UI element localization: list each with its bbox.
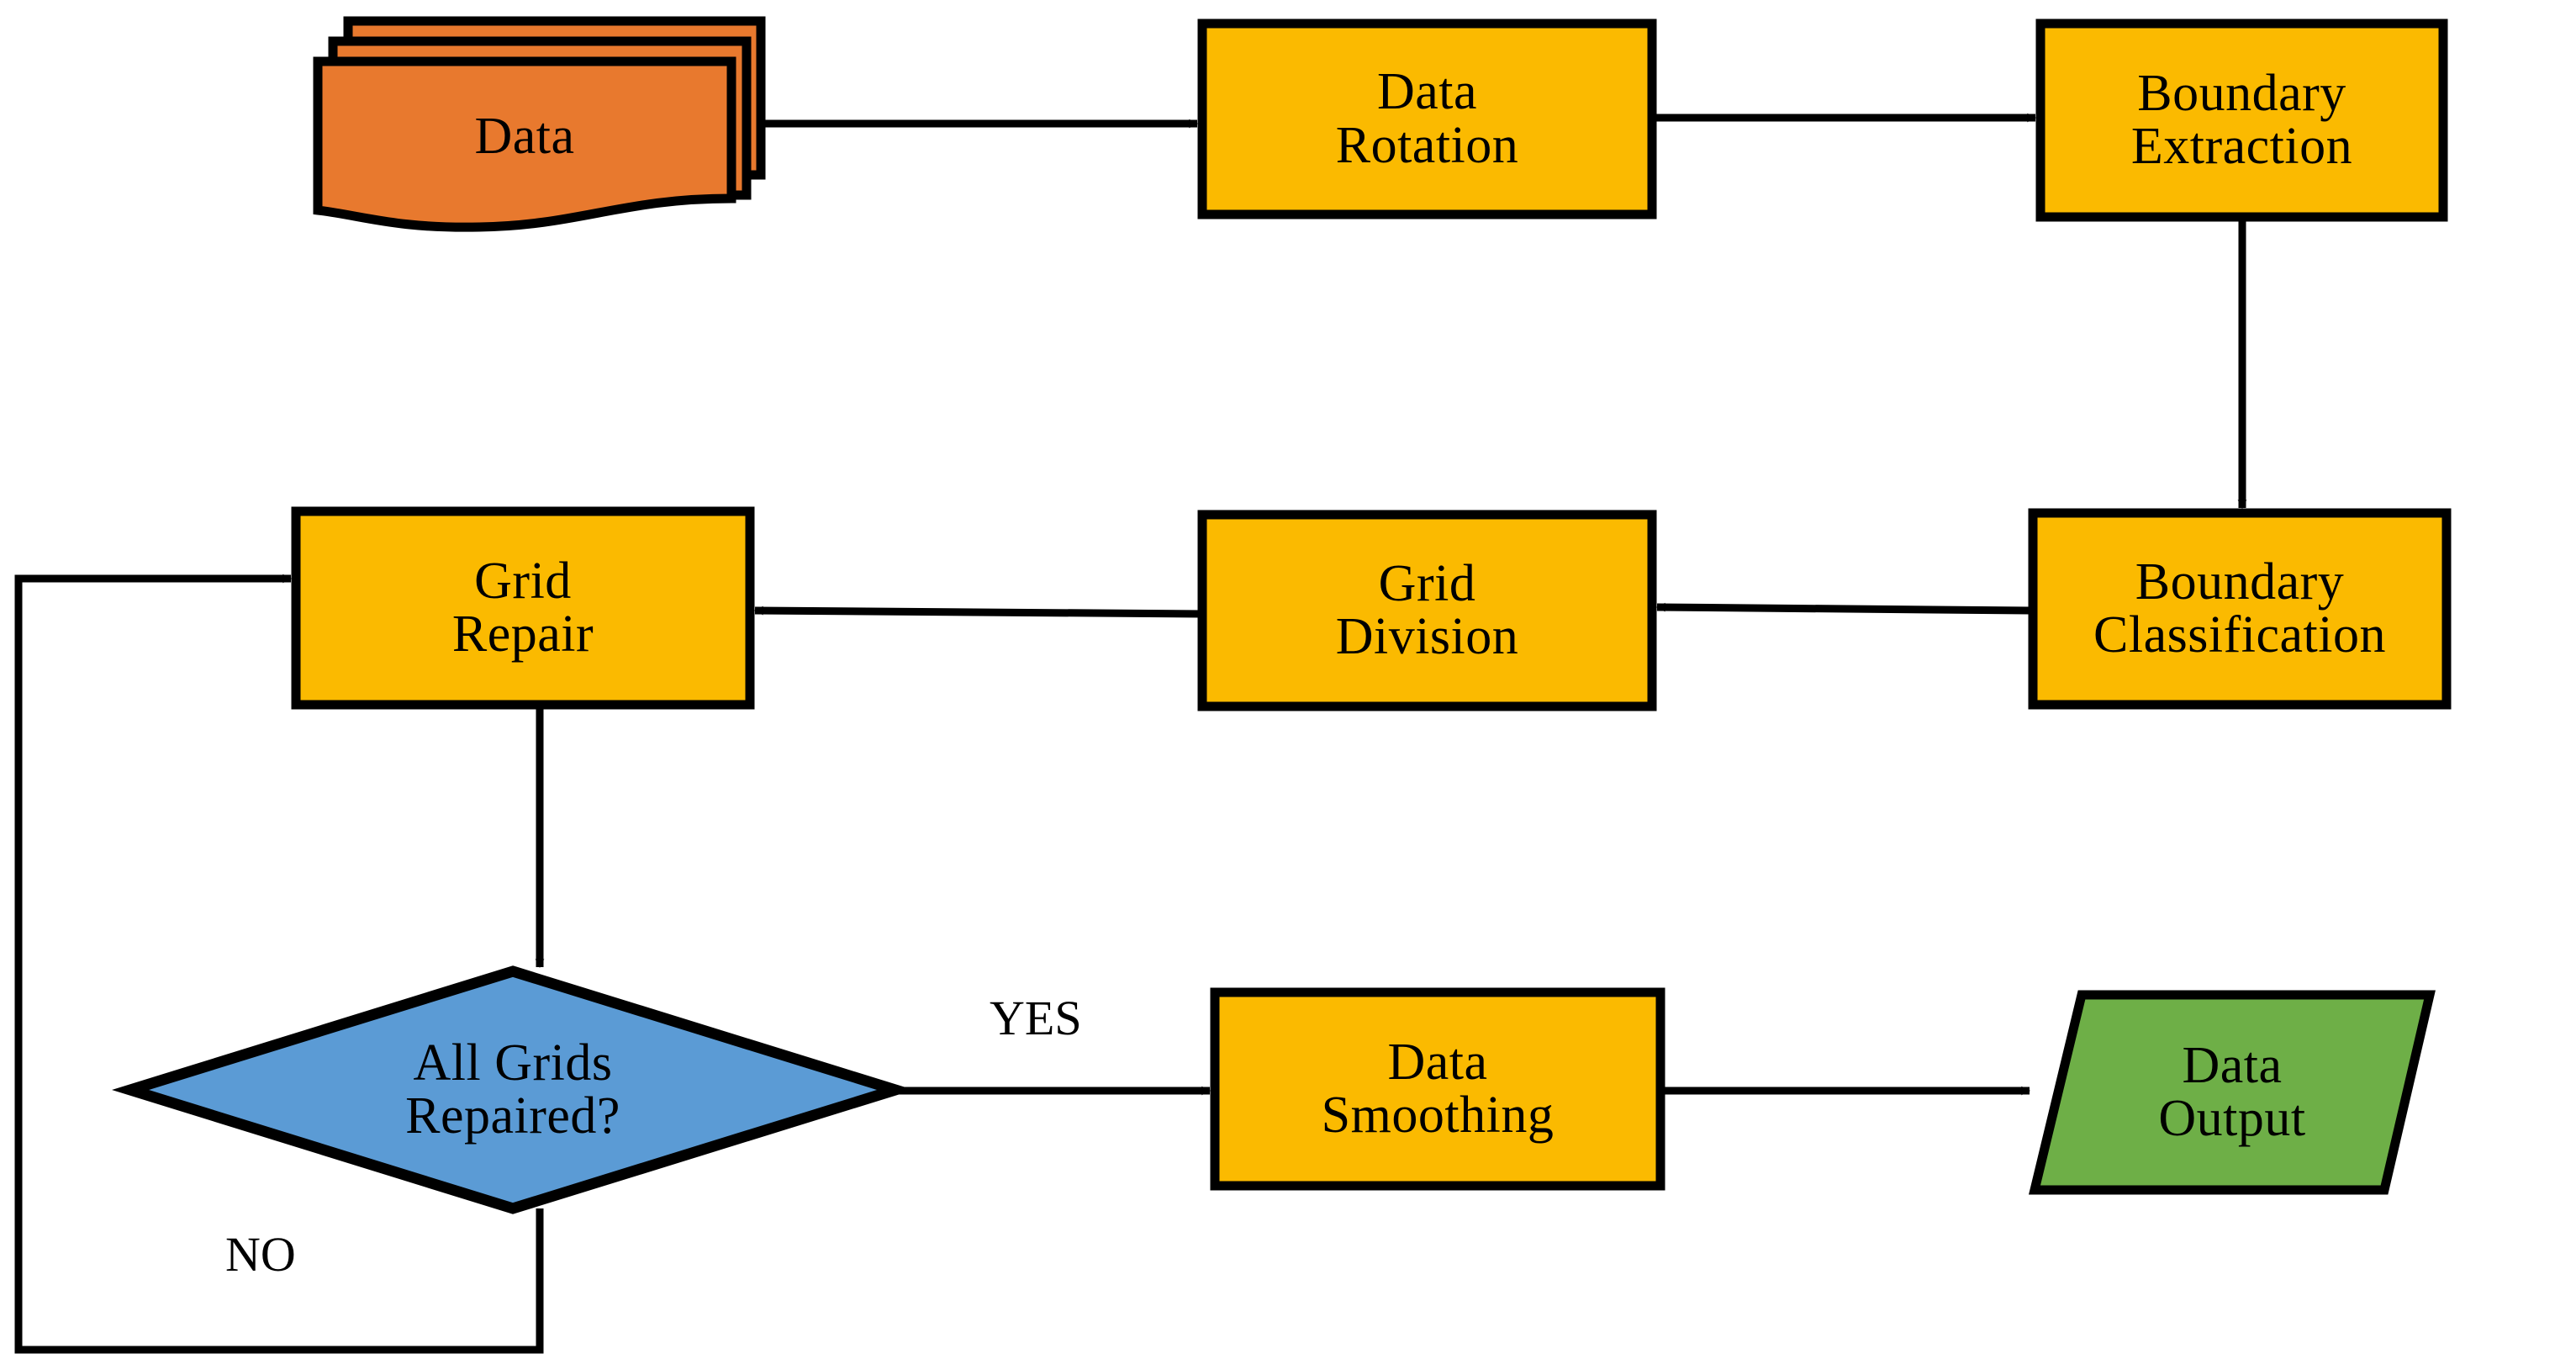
node-grid-repair[interactable]	[296, 511, 750, 705]
node-grid-repair-shape[interactable]	[291, 506, 755, 710]
edge-decision-no-loop	[14, 574, 544, 1354]
edge-classification-to-division	[1656, 602, 2034, 615]
node-data-output[interactable]	[2035, 995, 2430, 1190]
node-grid-division[interactable]	[1202, 515, 1652, 706]
node-data-smoothing-shape[interactable]	[1210, 987, 1665, 1191]
edge-label-no: NO	[225, 1227, 296, 1282]
node-data-input-shape[interactable]	[313, 16, 766, 232]
edge-division-to-repair	[754, 605, 1201, 618]
data-stack-layer-front	[313, 56, 736, 232]
node-data-smoothing[interactable]	[1215, 992, 1660, 1186]
node-data-output-shape[interactable]	[2029, 990, 2436, 1195]
edge-label-yes: YES	[990, 991, 1082, 1045]
node-data-input[interactable]	[318, 21, 761, 227]
edge-layer	[14, 113, 2247, 1354]
node-boundary-classification[interactable]	[2033, 513, 2447, 705]
node-grid-division-shape[interactable]	[1197, 510, 1657, 711]
node-boundary-classification-shape[interactable]	[2028, 508, 2452, 710]
node-boundary-extraction[interactable]	[2040, 24, 2443, 217]
node-all-grids-repaired[interactable]	[130, 971, 895, 1208]
node-all-grids-repaired-shape[interactable]	[112, 965, 914, 1214]
node-boundary-extraction-shape[interactable]	[2035, 19, 2448, 222]
node-data-rotation-shape[interactable]	[1197, 19, 1657, 219]
node-data-rotation[interactable]	[1202, 24, 1652, 214]
